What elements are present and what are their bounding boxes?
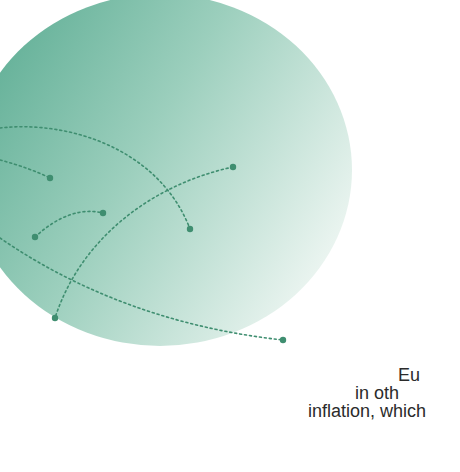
text-fragment: Eu <box>398 365 420 385</box>
dotted-links <box>0 127 283 340</box>
dots <box>32 164 286 343</box>
dotted-link <box>0 238 283 340</box>
dot <box>230 164 236 170</box>
dot <box>32 234 38 240</box>
text-fragment: in oth <box>355 383 399 403</box>
dotted-link <box>35 211 103 237</box>
dot <box>280 337 286 343</box>
dotted-link <box>0 160 50 178</box>
dot <box>100 210 106 216</box>
oval-ground <box>0 0 352 346</box>
dot <box>187 226 193 232</box>
dotted-link <box>0 127 190 229</box>
dot <box>52 315 58 321</box>
text-fragment: inflation, which <box>308 401 426 421</box>
dot <box>47 175 53 181</box>
dotted-link <box>55 167 233 318</box>
